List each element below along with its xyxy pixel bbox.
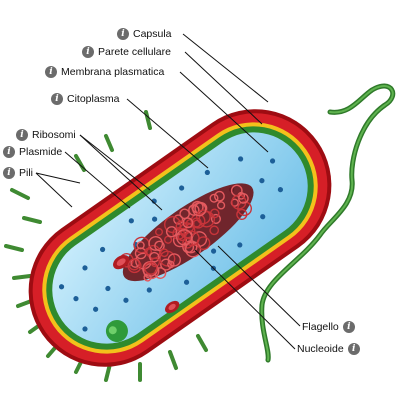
dna-loop xyxy=(184,230,200,247)
label-capsula: i Capsula xyxy=(117,27,172,41)
ribosome xyxy=(179,185,185,191)
ribosome xyxy=(123,297,129,303)
ribosome xyxy=(58,284,65,290)
info-icon[interactable]: i xyxy=(51,93,63,105)
label-nucleoide: i Nucleoide xyxy=(297,342,360,356)
label-text: Flagello xyxy=(302,321,339,333)
plasmid-1 xyxy=(113,254,130,270)
dna-loop xyxy=(165,226,178,238)
label-pili: i Pili xyxy=(3,166,33,180)
ribosome xyxy=(238,156,244,162)
leader-lines xyxy=(35,33,301,350)
ribosome xyxy=(259,178,265,184)
label-text: Pili xyxy=(19,167,34,179)
info-icon[interactable]: i xyxy=(117,28,129,40)
pilus xyxy=(144,110,152,130)
dna-loop xyxy=(167,253,181,267)
label-ribosomi: i Ribosomi xyxy=(16,128,76,142)
dna-loop xyxy=(195,209,211,225)
cell-body xyxy=(28,109,332,367)
dna-loop xyxy=(150,257,161,268)
ribosome xyxy=(146,287,152,293)
ribosome xyxy=(204,169,210,176)
dna-loop xyxy=(136,241,145,250)
dna-loop xyxy=(209,225,220,236)
info-icon[interactable]: i xyxy=(347,343,360,355)
ribosome xyxy=(128,218,134,224)
ribosome xyxy=(73,296,79,302)
dna-loop xyxy=(236,208,248,221)
dna-loop xyxy=(192,202,207,217)
ribosomes-group xyxy=(58,156,284,332)
nucleoid xyxy=(119,183,254,282)
ribosome xyxy=(152,216,158,222)
ribosome xyxy=(210,248,217,254)
dna-loop xyxy=(159,248,169,258)
info-icon[interactable]: i xyxy=(16,129,28,141)
pilus xyxy=(4,244,24,252)
pilus xyxy=(104,362,112,382)
info-icon[interactable]: i xyxy=(3,167,15,179)
label-text: Membrana plasmatica xyxy=(61,66,165,78)
pilus xyxy=(22,216,42,224)
ribosome xyxy=(99,246,106,253)
dna-loop xyxy=(182,217,194,229)
dna-loop xyxy=(163,235,173,244)
dna-loop xyxy=(231,194,247,210)
dna-loop xyxy=(209,193,219,203)
dna-loop xyxy=(214,190,225,202)
label-parete: i Parete cellulare xyxy=(82,45,171,59)
ribosome xyxy=(105,285,111,292)
label-flagello: i Flagello xyxy=(302,320,355,334)
dna-loop xyxy=(209,208,220,219)
label-membrana: i Membrana plasmatica xyxy=(45,65,164,79)
dna-loop xyxy=(146,244,161,260)
info-icon[interactable]: i xyxy=(342,321,355,333)
label-text: Nucleoide xyxy=(297,343,344,355)
dna-loop xyxy=(196,236,211,250)
pilus xyxy=(10,188,30,200)
label-text: Plasmide xyxy=(19,146,63,158)
ribosome xyxy=(82,326,88,332)
dna-loop xyxy=(216,201,226,210)
pilus xyxy=(104,134,114,152)
info-icon[interactable]: i xyxy=(82,46,94,58)
dna-loop xyxy=(128,258,141,271)
ribosome xyxy=(93,306,99,312)
pili-group xyxy=(4,110,208,382)
pilus xyxy=(168,350,178,370)
dna-loop xyxy=(238,193,249,204)
label-citoplasma: i Citoplasma xyxy=(51,92,120,106)
label-text: Ribosomi xyxy=(32,129,76,141)
dna-loop xyxy=(149,251,160,263)
ribosome xyxy=(277,187,284,193)
info-icon[interactable]: i xyxy=(3,146,15,158)
info-icon[interactable]: i xyxy=(45,66,57,78)
inclusion-body xyxy=(105,319,128,342)
pilus xyxy=(12,274,32,280)
ribosome xyxy=(82,265,88,271)
dna-loop xyxy=(144,261,158,275)
dna-loop xyxy=(237,201,253,217)
label-text: Capsula xyxy=(133,28,172,40)
label-text: Citoplasma xyxy=(67,93,120,105)
pilus xyxy=(196,334,208,352)
flagellum-highlight xyxy=(260,85,394,361)
ribosome xyxy=(237,242,243,248)
dna-loop xyxy=(191,231,208,247)
ribosome xyxy=(260,214,266,220)
dna-loop xyxy=(155,227,164,236)
label-plasmide: i Plasmide xyxy=(3,145,62,159)
ribosome xyxy=(151,198,157,204)
plasmid-2 xyxy=(164,300,180,314)
dna-loop xyxy=(176,229,193,246)
ribosome xyxy=(183,279,190,285)
ribosome xyxy=(269,158,276,164)
label-text: Parete cellulare xyxy=(98,46,171,58)
